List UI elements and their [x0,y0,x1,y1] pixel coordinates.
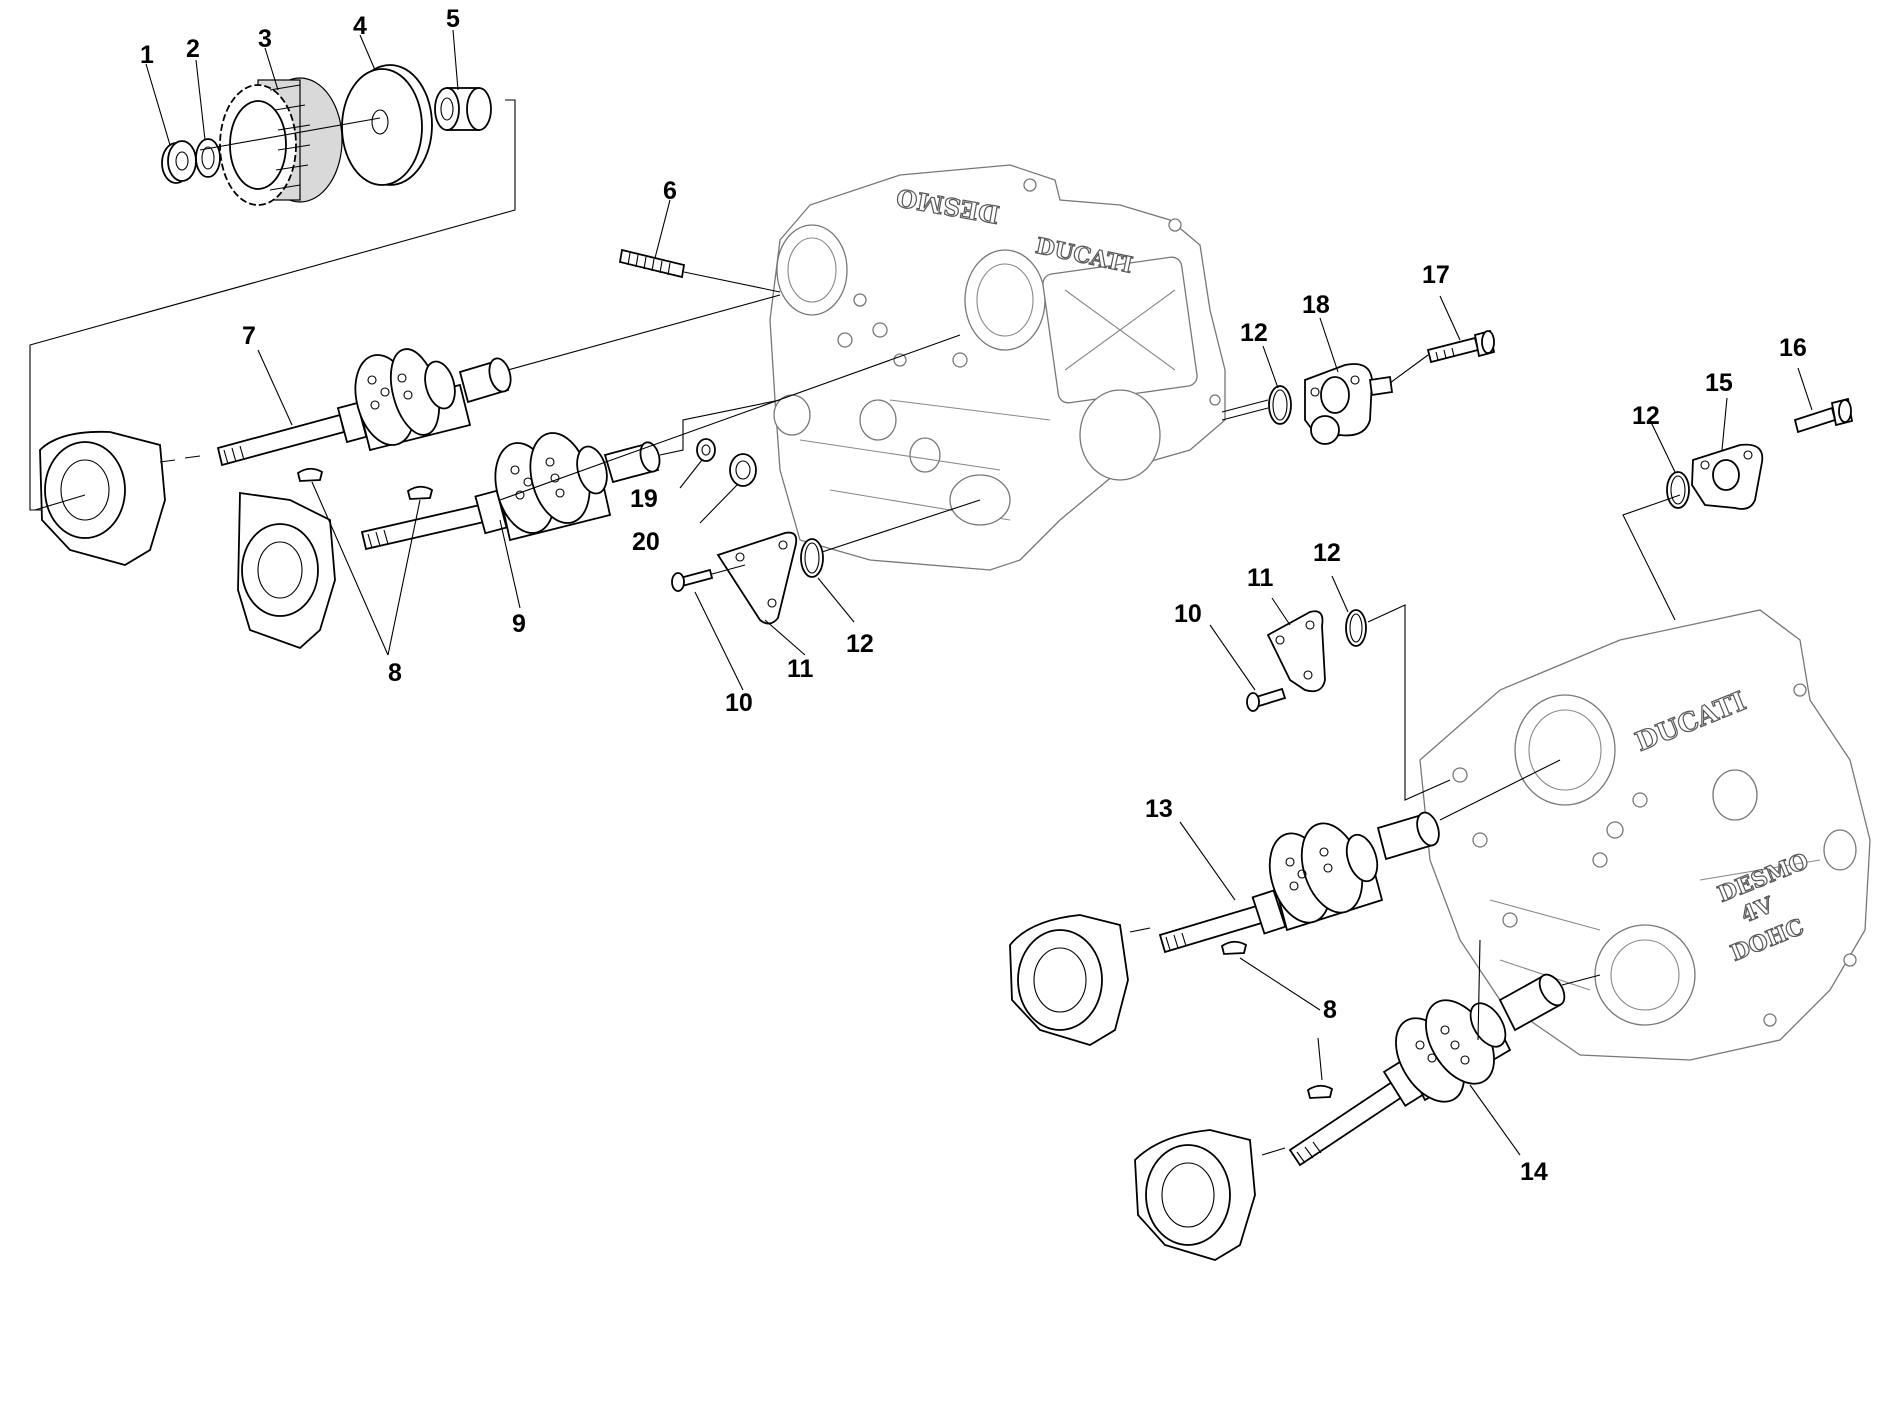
part-14-camshaft [1288,973,1601,1167]
part-10-screw-left [671,568,714,592]
callout-10-left: 10 [725,689,753,717]
part-15-tensioner-cover [1691,443,1764,510]
callout-8-right: 8 [1323,996,1337,1024]
callout-12-upper: 12 [1240,319,1268,347]
callout-11-left: 11 [787,655,814,683]
part-4-pulley-flange [341,64,433,186]
leader-front-guide [1477,939,1481,1041]
callout-10-right: 10 [1174,600,1202,628]
callout-6: 6 [663,177,677,205]
callout-15: 15 [1705,369,1733,397]
leader-plate-left [711,499,981,575]
part-8-keys-left [296,467,434,656]
callout-20: 20 [632,528,660,556]
callout-14: 14 [1520,1158,1548,1186]
rear-cylinder-head: DESMO DUCATI [769,164,1226,571]
pulley-stack [29,64,516,511]
callout-2: 2 [186,35,200,63]
callout-7: 7 [242,322,256,350]
callout-12-left: 12 [846,630,874,658]
part-11-plate-right [1266,610,1326,693]
part-12-oring-upper [1268,385,1292,425]
callout-4: 4 [353,12,367,40]
camshaft-cover-lower [237,491,336,650]
part-20-bush [729,453,757,487]
callout-12-lower: 12 [1313,539,1341,567]
part-10-screw-right [1246,687,1287,712]
callout-19: 19 [630,485,658,513]
front-cylinder-head: DUCATI DESMO 4V DOHC [1419,609,1871,1061]
camshaft-cover-upper [34,430,201,566]
leader-plate-right [1367,604,1451,801]
part-5-spacer [434,87,492,131]
part-3-toothed-pulley [219,77,343,206]
leader-19-20 [679,459,739,524]
callout-8-left: 8 [388,659,402,687]
callout-3: 3 [258,25,272,53]
callout-numbers: 1 2 3 4 5 6 7 8 9 10 11 12 19 20 12 18 1… [140,5,1807,1186]
part-12-oring-lower [1345,609,1367,647]
part-8-keys-right [1220,940,1334,1099]
part-7-camshaft [216,294,781,467]
callout-18: 18 [1302,291,1330,319]
callout-12-right: 12 [1632,402,1660,430]
callout-leaders [145,29,1813,1156]
part-6-stud [618,248,781,293]
callout-9: 9 [512,610,526,638]
leader-18-group [1221,354,1429,421]
callout-16: 16 [1779,334,1807,362]
camshaft-cover-front-upper [1009,914,1151,1046]
callout-1: 1 [140,41,154,69]
part-18-tensioner-housing [1304,363,1394,445]
part-11-plate-left [716,531,798,625]
part-9-camshaft [360,334,961,551]
part-12-oring-left [800,538,824,578]
leader-15-group [1622,494,1681,621]
part-16-screw [1793,397,1854,434]
part-1-nut [161,140,197,184]
part-12-oring-right [1666,471,1690,509]
part-17-screw [1426,329,1496,364]
camshaft-cover-front-lower [1134,1129,1286,1261]
callout-17: 17 [1422,261,1450,289]
pulley-axis-line [199,117,381,151]
callout-5: 5 [446,5,460,33]
part-2-washer [195,138,221,178]
part-19-seal [696,438,716,462]
part-13-camshaft [1158,759,1561,954]
callout-11-right: 11 [1247,564,1274,592]
callout-13: 13 [1145,795,1173,823]
